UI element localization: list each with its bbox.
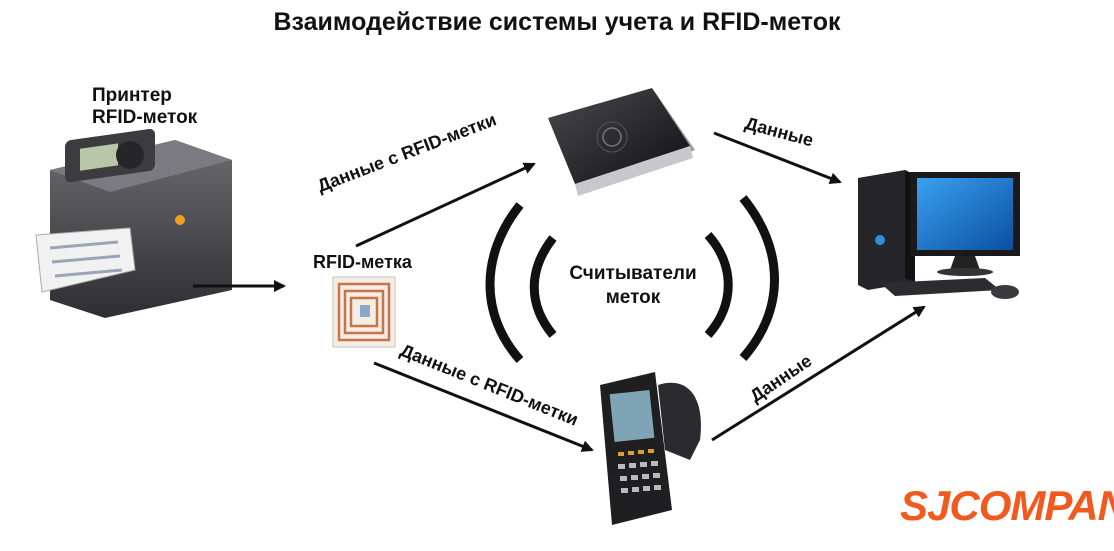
diagram-title: Взаимодействие системы учета и RFID-мето…	[273, 8, 841, 36]
brand-logo-text: SJCOMPANY	[900, 482, 1114, 529]
brand-logo: SJCOMPANY	[900, 482, 1114, 530]
rfid-tag-icon	[332, 276, 396, 348]
computer-icon	[858, 170, 1020, 299]
radio-waves-left-icon	[485, 202, 557, 363]
printer-label: Принтер RFID-меток	[92, 85, 197, 129]
arrow-fixed-reader-to-pc	[713, 131, 842, 184]
printer-label-line2: RFID-меток	[92, 107, 198, 128]
readers-label-line1: Считыватели	[569, 263, 697, 284]
printer-label-line1: Принтер	[92, 85, 172, 106]
handheld-rfid-reader-icon	[600, 372, 701, 525]
rfid-printer-icon	[35, 129, 232, 318]
radio-waves-right-icon	[704, 195, 779, 361]
readers-label-line2: меток	[605, 287, 661, 308]
arrow-tag-to-fixed-reader	[355, 162, 536, 248]
fixed-rfid-reader-icon	[548, 88, 695, 196]
rfid-tag-label: RFID-метка	[313, 252, 412, 272]
arrow-handheld-reader-to-pc	[711, 305, 926, 442]
readers-label: Считыватели меток	[548, 262, 718, 310]
arrow-tag-to-handheld-reader	[373, 361, 594, 452]
